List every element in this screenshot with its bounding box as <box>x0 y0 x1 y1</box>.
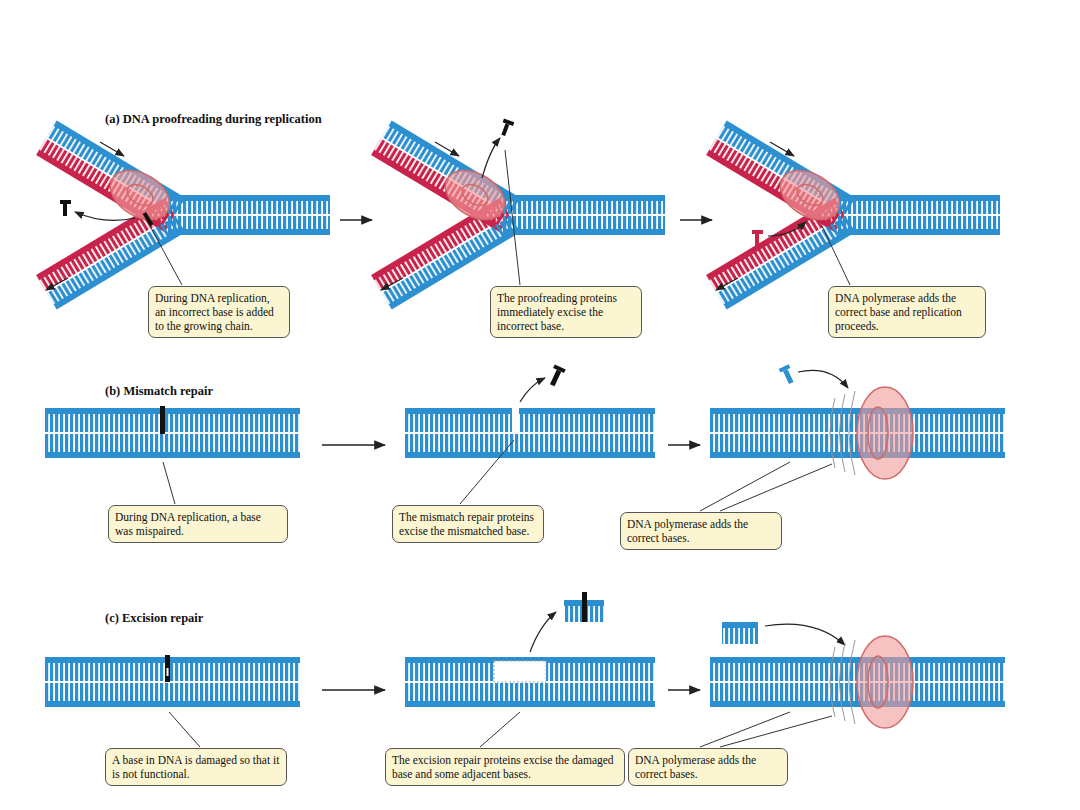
base-rungs <box>503 216 665 230</box>
callout-text: A base in DNA is damaged so that it is n… <box>112 753 280 781</box>
dna-ladder <box>405 657 655 707</box>
base-rungs <box>405 683 655 702</box>
callout-box: DNA polymerase adds the correct base and… <box>828 286 986 338</box>
strand-backbone <box>405 701 655 707</box>
strand-backbone <box>838 195 1000 201</box>
callout-text: The proofreading proteins immediately ex… <box>497 291 635 333</box>
strand-backbone <box>838 229 1000 235</box>
row-title: (c) Excision repair <box>105 611 203 626</box>
dna-ladder <box>36 121 185 233</box>
dna-ladder <box>371 121 520 233</box>
strand-backbone <box>45 701 300 707</box>
base-rungs <box>405 413 655 432</box>
callout-box: During DNA replication, an incorrect bas… <box>148 286 290 338</box>
callout-text: DNA polymerase adds the correct bases. <box>627 517 775 545</box>
base-rungs <box>45 683 300 702</box>
callout-text: During DNA replication, a base was mispa… <box>115 510 281 538</box>
dna-ladder <box>405 408 655 458</box>
strand-backbone <box>405 452 655 458</box>
callout-text: The excision repair proteins excise the … <box>392 753 618 781</box>
row-title: (b) Mismatch repair <box>105 384 213 399</box>
callout-text: DNA polymerase adds the correct bases. <box>635 753 781 781</box>
base-rungs <box>45 413 300 432</box>
callout-box: The mismatch repair proteins excise the … <box>392 505 544 543</box>
callout-box: DNA polymerase adds the correct bases. <box>628 748 788 786</box>
callout-box: DNA polymerase adds the correct bases. <box>620 512 782 550</box>
callout-text: During DNA replication, an incorrect bas… <box>155 291 283 333</box>
strand-backbone <box>405 408 655 414</box>
dna-ladder <box>503 195 665 235</box>
strand-backbone <box>710 452 1005 458</box>
callout-text: The mismatch repair proteins excise the … <box>399 510 537 538</box>
dna-ladder <box>45 657 300 707</box>
strand-backbone <box>168 195 330 201</box>
base-rungs <box>503 200 665 214</box>
strand-backbone <box>45 657 300 663</box>
dna-ladder <box>168 195 330 235</box>
base-rungs <box>45 662 300 681</box>
strand-backbone <box>503 229 665 235</box>
proofreading-panel-2 <box>381 119 712 290</box>
strand-backbone <box>45 452 300 458</box>
strand-backbone <box>168 229 330 235</box>
strand-backbone <box>710 657 1005 663</box>
dna-ladder <box>45 408 300 458</box>
dna-ladders <box>36 121 1005 707</box>
excision-panels <box>165 592 913 747</box>
base-rungs <box>168 200 330 214</box>
base-rungs <box>405 662 655 681</box>
callout-text: DNA polymerase adds the correct base and… <box>835 291 979 333</box>
mismatch-panels <box>160 364 913 511</box>
callout-box: The proofreading proteins immediately ex… <box>490 286 642 338</box>
base-rungs <box>838 200 1000 214</box>
strand-backbone <box>710 701 1005 707</box>
base-rungs <box>168 216 330 230</box>
base-rungs <box>45 434 300 453</box>
proofreading-panel-1 <box>46 142 372 290</box>
strand-backbone <box>710 408 1005 414</box>
proofreading-panel-3 <box>716 142 850 290</box>
row-title: (a) DNA proofreading during replication <box>105 112 322 127</box>
callout-box: The excision repair proteins excise the … <box>385 748 625 786</box>
callout-box: During DNA replication, a base was mispa… <box>108 505 288 543</box>
strand-backbone <box>45 408 300 414</box>
base-rungs <box>838 216 1000 230</box>
dna-ladder <box>838 195 1000 235</box>
base-rungs <box>405 434 655 453</box>
callout-box: A base in DNA is damaged so that it is n… <box>105 748 287 786</box>
strand-backbone <box>503 195 665 201</box>
dna-ladder <box>706 121 855 233</box>
